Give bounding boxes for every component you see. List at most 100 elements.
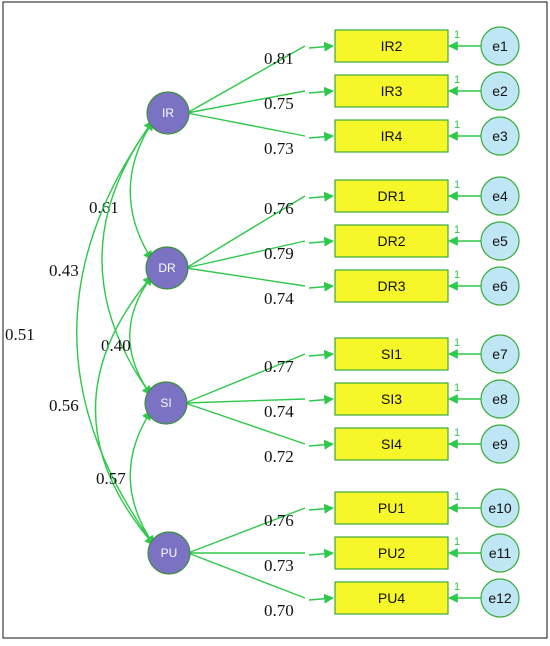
latent-label-dr: DR [158, 261, 176, 275]
indicator-box-dr2 [334, 224, 449, 258]
loading-arrow-si3 [308, 394, 334, 405]
loading-path-dr3 [185, 267, 306, 287]
error-circle-e2 [480, 71, 520, 111]
correlation-path-dr-pu [94, 275, 155, 546]
correlation-value-dr-si: 0.40 [101, 336, 131, 355]
latent-node-dr [145, 246, 189, 290]
error-weight-e7: 1 [454, 337, 460, 349]
error-label-e9: e9 [492, 436, 508, 452]
loading-value-si4: 0.72 [264, 447, 294, 466]
loading-value-ir2: 0.81 [264, 49, 294, 68]
latent-label-si: SI [160, 396, 171, 410]
indicator-label-si1: SI1 [381, 346, 402, 362]
correlation-path-ir-pu [76, 120, 155, 546]
loading-value-pu4: 0.70 [264, 601, 294, 620]
loading-path-ir3 [186, 90, 306, 114]
indicator-box-si3 [334, 382, 449, 416]
error-circle-e1 [480, 26, 520, 66]
loading-value-dr2: 0.79 [264, 244, 294, 263]
error-weight-e9: 1 [454, 427, 460, 439]
loading-value-pu1: 0.76 [264, 511, 294, 530]
loading-value-dr3: 0.74 [264, 289, 294, 308]
error-circle-e3 [480, 116, 520, 156]
error-weight-e6: 1 [454, 269, 460, 281]
indicator-box-pu1 [334, 491, 449, 525]
loading-arrow-dr2 [308, 236, 334, 247]
error-label-e10: e10 [488, 500, 512, 516]
error-circle-e6 [480, 266, 520, 306]
loading-path-pu1 [187, 507, 306, 554]
error-label-e6: e6 [492, 278, 508, 294]
error-weight-e1: 1 [454, 29, 460, 41]
loading-value-pu2: 0.73 [264, 556, 294, 575]
error-weight-e10: 1 [454, 491, 460, 503]
latent-node-si [144, 381, 188, 425]
correlation-path-si-pu [129, 410, 155, 546]
loading-path-dr1 [185, 195, 306, 269]
loading-value-ir3: 0.75 [264, 94, 294, 113]
indicator-label-pu4: PU4 [378, 590, 405, 606]
loading-path-si1 [184, 353, 306, 404]
latent-node-pu [147, 531, 191, 575]
indicator-box-ir2 [334, 29, 449, 63]
indicator-box-si1 [334, 337, 449, 371]
indicator-label-dr3: DR3 [377, 278, 405, 294]
loading-arrow-dr3 [308, 281, 334, 292]
error-circle-e4 [480, 176, 520, 216]
loading-arrow-pu4 [308, 593, 334, 604]
error-circle-e9 [480, 424, 520, 464]
indicator-label-pu1: PU1 [378, 500, 405, 516]
indicator-label-dr1: DR1 [377, 188, 405, 204]
error-label-e11: e11 [489, 545, 512, 561]
indicator-label-ir2: IR2 [381, 38, 403, 54]
indicator-label-si4: SI4 [381, 436, 402, 452]
loading-value-si3: 0.74 [264, 402, 294, 421]
correlation-value-dr-pu: 0.56 [49, 396, 79, 415]
indicator-box-pu2 [334, 536, 449, 570]
loading-arrow-si4 [308, 439, 334, 450]
loading-path-si4 [184, 402, 306, 445]
node-layer: IR21e1IR31e2IR41e3DR11e4DR21e5DR31e6SI11… [144, 26, 520, 618]
error-weight-e2: 1 [454, 74, 460, 86]
correlation-value-ir-si: 0.43 [49, 261, 79, 280]
latent-node-ir [146, 91, 190, 135]
error-weight-e5: 1 [454, 224, 460, 236]
correlation-layer: 0.610.430.510.400.560.57 [5, 120, 155, 546]
loading-path-ir4 [186, 112, 306, 137]
loading-arrow-ir2 [308, 41, 334, 52]
error-label-e8: e8 [492, 391, 508, 407]
loading-path-dr2 [185, 240, 306, 269]
error-circle-e7 [480, 334, 520, 374]
error-weight-e3: 1 [454, 119, 460, 131]
loading-arrow-pu1 [308, 503, 334, 514]
error-weight-e12: 1 [454, 581, 460, 593]
error-label-e4: e4 [492, 188, 508, 204]
indicator-label-ir3: IR3 [381, 83, 403, 99]
loading-value-dr1: 0.76 [264, 199, 294, 218]
indicator-box-ir3 [334, 74, 449, 108]
correlation-value-ir-pu: 0.51 [5, 325, 35, 344]
indicator-box-dr3 [334, 269, 449, 303]
indicator-box-pu4 [334, 581, 449, 615]
indicator-label-ir4: IR4 [381, 128, 403, 144]
error-circle-e5 [480, 221, 520, 261]
error-label-e7: e7 [492, 346, 508, 362]
error-circle-e12 [480, 578, 520, 618]
indicator-label-dr2: DR2 [377, 233, 405, 249]
indicator-box-si4 [334, 427, 449, 461]
loading-path-si3 [184, 398, 306, 404]
indicator-box-ir4 [334, 119, 449, 153]
loading-value-si1: 0.77 [264, 357, 294, 376]
loading-path-ir2 [186, 45, 306, 114]
correlation-path-dr-si [129, 275, 153, 396]
error-circle-e10 [480, 488, 520, 528]
error-label-e1: e1 [492, 38, 508, 54]
error-weight-e4: 1 [454, 179, 460, 191]
indicator-label-si3: SI3 [381, 391, 402, 407]
loading-value-ir4: 0.73 [264, 139, 294, 158]
latent-label-pu: PU [161, 546, 178, 560]
loading-arrow-pu2 [308, 548, 334, 559]
